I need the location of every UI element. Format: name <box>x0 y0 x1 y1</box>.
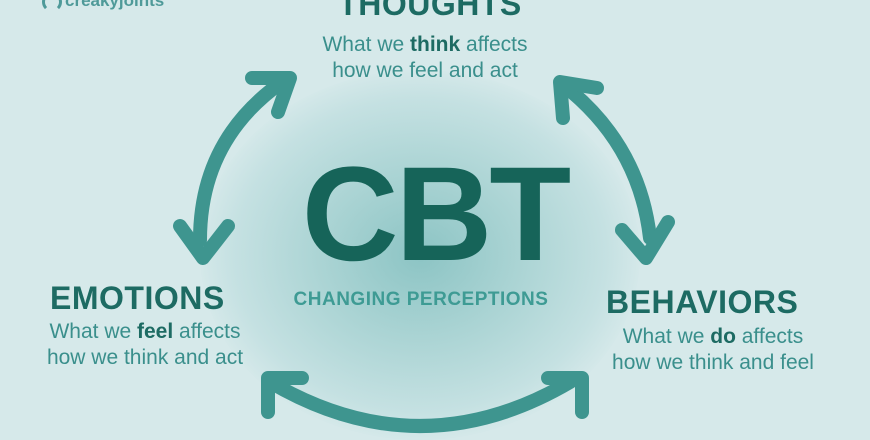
thoughts-description: What we think affects how we feel and ac… <box>225 32 625 84</box>
arrow-head-thoughts-right <box>553 75 604 125</box>
emotions-heading: EMOTIONS <box>50 280 225 316</box>
logo-icon <box>42 0 62 12</box>
emotions-description: What we feel affects how we think and ac… <box>20 319 270 371</box>
thoughts-heading: THOUGHTS <box>338 0 522 22</box>
arrow-thoughts-behaviors <box>565 85 657 245</box>
thoughts-line2: how we feel and act <box>332 59 518 82</box>
cbt-title: CBT <box>301 140 571 289</box>
behaviors-line1: What we do affects <box>623 325 804 348</box>
arrow-head-thoughts <box>245 71 297 119</box>
emotions-line1: What we feel affects <box>49 320 240 343</box>
arrow-emotions-behaviors <box>263 375 577 433</box>
thoughts-keyword: think <box>410 33 461 56</box>
arrow-head-behaviors <box>615 215 675 265</box>
emotions-pre: What we <box>49 320 137 343</box>
arrow-thoughts-emotions <box>193 75 289 247</box>
arrow-head-behaviors-bottom <box>541 371 589 419</box>
arrow-head-emotions-bottom <box>261 371 309 419</box>
thoughts-line1: What we think affects <box>322 33 527 56</box>
brand-logo: creakyjoints <box>42 0 164 12</box>
logo-text: creakyjoints <box>65 0 165 10</box>
behaviors-post: affects <box>735 325 804 348</box>
thoughts-pre: What we <box>322 33 411 56</box>
emotions-post: affects <box>173 320 241 343</box>
arrow-head-emotions <box>173 219 235 265</box>
thoughts-post: affects <box>460 33 528 56</box>
cbt-subtitle: CHANGING PERCEPTIONS <box>293 289 549 310</box>
behaviors-keyword: do <box>710 325 736 348</box>
emotions-line2: how we think and act <box>46 346 244 369</box>
behaviors-line2: how we think and feel <box>612 351 814 374</box>
behaviors-heading: BEHAVIORS <box>606 284 799 320</box>
behaviors-pre: What we <box>622 325 711 348</box>
behaviors-description: What we do affects how we think and feel <box>588 324 838 376</box>
emotions-keyword: feel <box>137 320 174 343</box>
